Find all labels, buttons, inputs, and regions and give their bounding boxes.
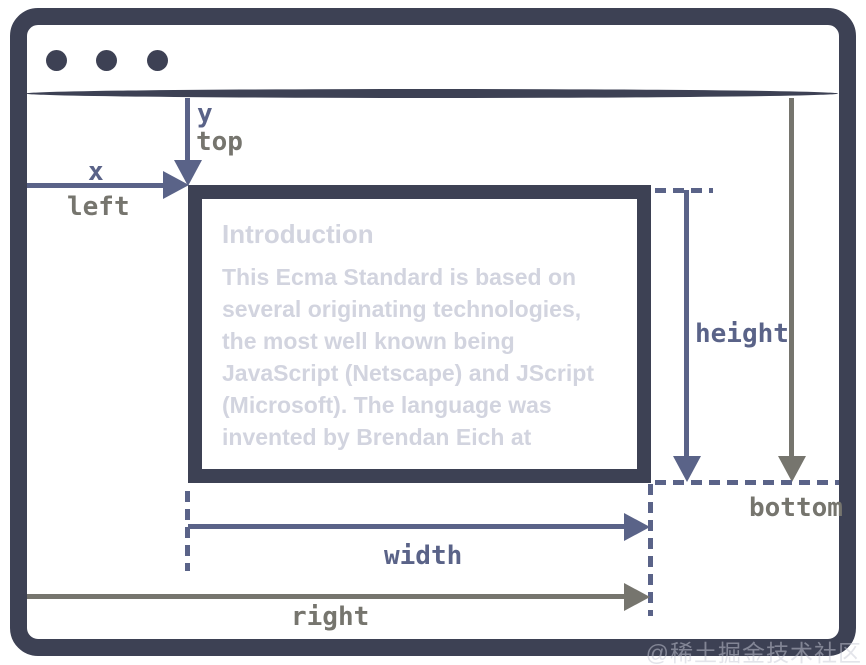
- width-arrowhead-icon: [624, 513, 650, 541]
- height-arrowhead-icon: [673, 456, 701, 482]
- x-left-arrow-line: [27, 183, 165, 188]
- x-left-arrowhead-icon: [163, 171, 189, 199]
- label-height: height: [695, 319, 789, 349]
- paragraph-line: JavaScript (Netscape) and JScript: [222, 360, 594, 386]
- target-element-box: Introduction This Ecma Standard is based…: [188, 185, 651, 483]
- label-left: left: [67, 192, 130, 222]
- window-dot-icon: [96, 50, 117, 71]
- bottom-arrow-line: [789, 98, 794, 458]
- paragraph-line: (Microsoft). The language was: [222, 392, 552, 418]
- paragraph-line: This Ecma Standard is based on: [222, 264, 577, 290]
- label-width: width: [384, 541, 463, 571]
- browser-window-frame: [10, 8, 856, 656]
- width-arrow-line: [188, 524, 625, 529]
- right-arrow-line: [27, 594, 625, 599]
- label-y: y: [197, 99, 213, 129]
- y-top-arrow-line: [185, 98, 190, 162]
- paragraph-line: several originating technologies,: [222, 296, 582, 322]
- watermark: @稀土掘金技术社区: [645, 640, 862, 665]
- bottom-arrowhead-icon: [778, 456, 806, 482]
- element-left-edge-dashed-line: [185, 491, 190, 571]
- toolbar-divider-bar: [26, 89, 838, 98]
- element-paragraph: This Ecma Standard is based on several o…: [222, 261, 637, 453]
- window-dot-icon: [46, 50, 67, 71]
- element-right-edge-dashed-line: [648, 484, 653, 616]
- element-heading: Introduction: [222, 219, 374, 249]
- height-arrow-line: [684, 190, 689, 458]
- label-bottom: bottom: [749, 493, 843, 523]
- label-top: top: [196, 127, 243, 157]
- label-x: x: [88, 157, 104, 187]
- label-right: right: [291, 602, 370, 632]
- element-bottom-edge-dashed-line: [655, 480, 839, 485]
- paragraph-line: invented by Brendan Eich at: [222, 424, 532, 450]
- paragraph-line: the most well known being: [222, 328, 515, 354]
- window-dot-icon: [147, 50, 168, 71]
- right-arrowhead-icon: [624, 583, 650, 611]
